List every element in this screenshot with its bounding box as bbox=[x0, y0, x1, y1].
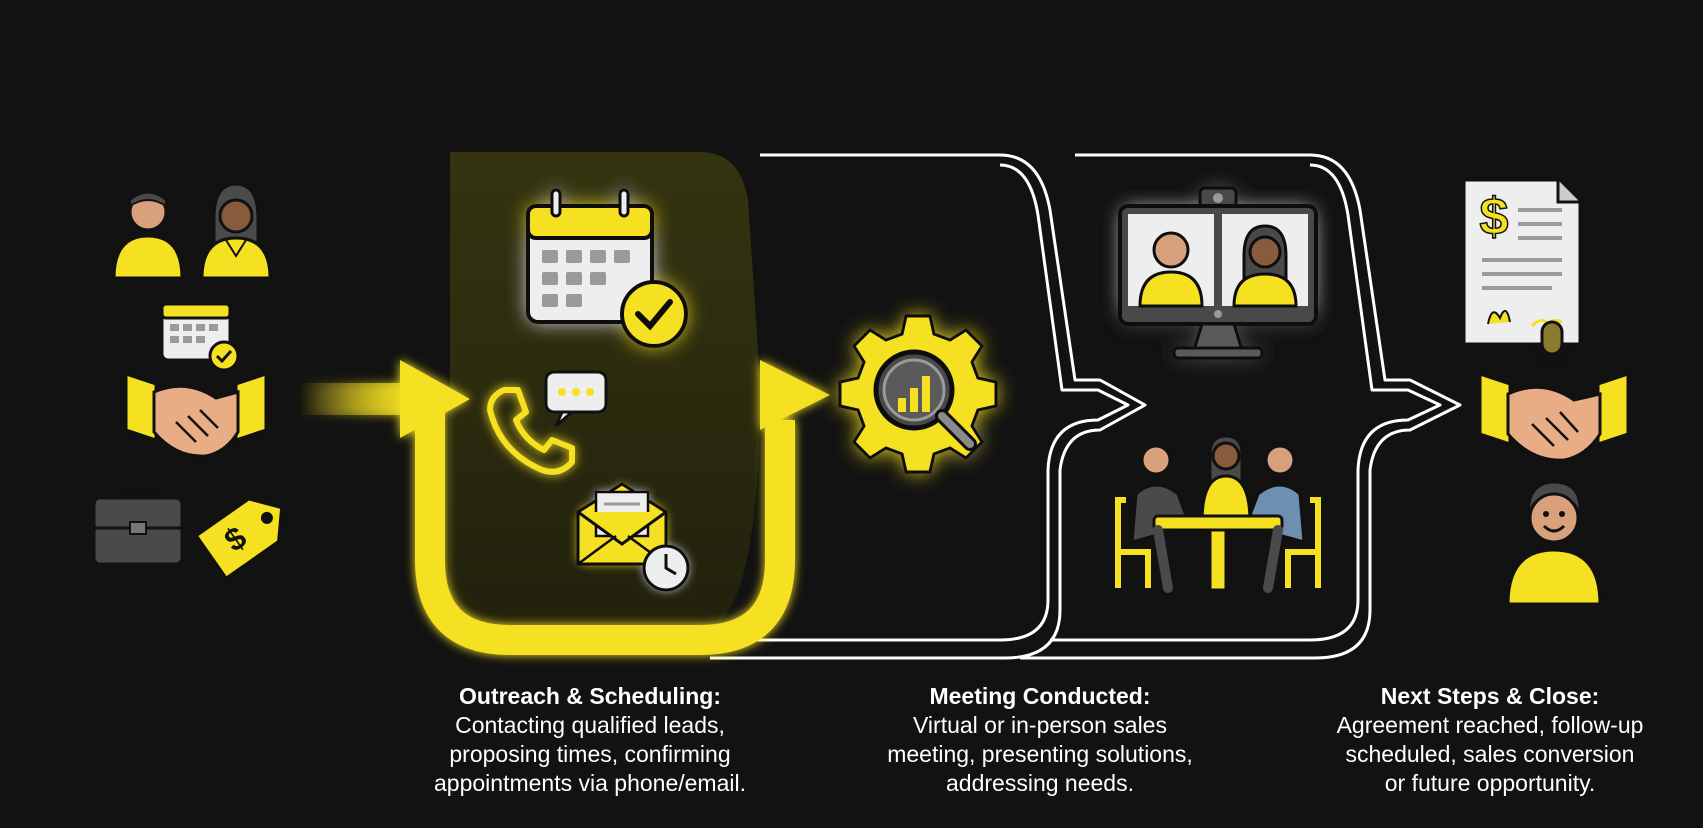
meeting-table-icon bbox=[1115, 434, 1321, 593]
person-icon bbox=[112, 191, 184, 280]
price-tag-icon: $ bbox=[194, 497, 284, 581]
outline-arrow-3-inner bbox=[1050, 163, 1442, 642]
video-call-monitor-icon bbox=[1118, 186, 1318, 360]
envelope-clock-icon bbox=[576, 482, 690, 592]
flow-yellow-arrow bbox=[300, 360, 830, 655]
calendar-check-icon bbox=[160, 302, 240, 372]
stage-caption-outreach: Outreach & Scheduling: Contacting qualif… bbox=[400, 682, 780, 798]
yellow-arrowhead-2 bbox=[760, 360, 830, 430]
svg-text:$: $ bbox=[1480, 188, 1509, 246]
stage-caption-close: Next Steps & Close: Agreement reached, f… bbox=[1300, 682, 1680, 798]
smiling-customer-icon bbox=[1506, 480, 1602, 606]
stage-description: Agreement reached, follow-up scheduled, … bbox=[1336, 712, 1644, 796]
stage-title: Meeting Conducted: bbox=[929, 683, 1151, 709]
phone-icon bbox=[487, 387, 575, 475]
yellow-arrowhead-1 bbox=[400, 360, 470, 438]
flow-outline-arrows bbox=[710, 153, 1462, 660]
gear-magnifier-icon bbox=[838, 314, 998, 474]
outline-arrow-2-outer bbox=[710, 153, 1147, 660]
stage-caption-meeting: Meeting Conducted: Virtual or in-person … bbox=[850, 682, 1230, 798]
person-icon bbox=[200, 182, 272, 280]
contract-dollar-icon: $ bbox=[1462, 178, 1582, 346]
handshake-icon bbox=[124, 371, 268, 458]
outline-arrow-2-inner bbox=[740, 163, 1130, 642]
stage-description: Virtual or in-person sales meeting, pres… bbox=[887, 712, 1193, 796]
stage-title: Next Steps & Close: bbox=[1380, 683, 1600, 709]
yellow-arrow-path bbox=[415, 399, 795, 655]
calendar-check-icon bbox=[526, 188, 688, 348]
stage-description: Contacting qualified leads, proposing ti… bbox=[434, 712, 746, 796]
chat-bubble-icon bbox=[544, 370, 608, 428]
outline-arrow-3-outer bbox=[1020, 153, 1462, 660]
handshake-icon bbox=[1478, 371, 1630, 462]
microphone-icon bbox=[1534, 320, 1570, 378]
briefcase-icon bbox=[92, 488, 184, 566]
stage-title: Outreach & Scheduling: bbox=[459, 683, 721, 709]
